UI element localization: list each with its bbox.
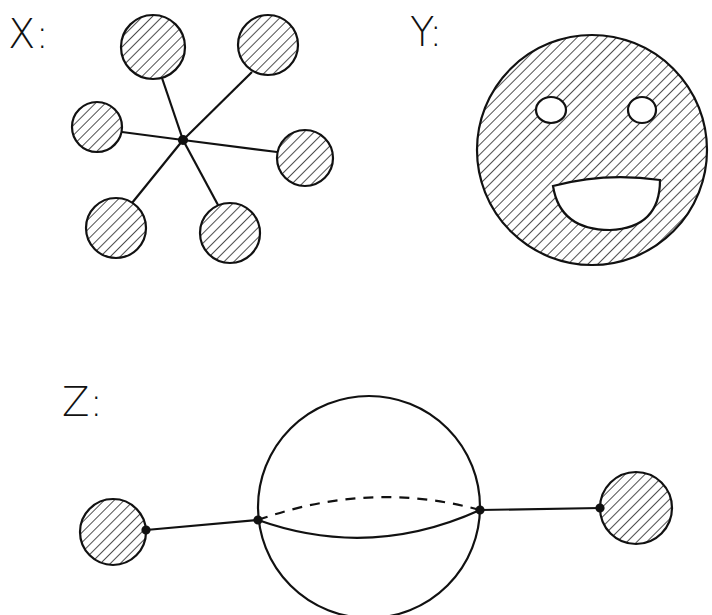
figure-label: Z: <box>62 382 103 422</box>
figure-label: Y: <box>410 12 443 52</box>
figure-label: X: <box>8 14 49 54</box>
smiley-figure <box>477 35 707 265</box>
star-figure <box>72 15 333 263</box>
sphere-figure <box>80 396 672 615</box>
